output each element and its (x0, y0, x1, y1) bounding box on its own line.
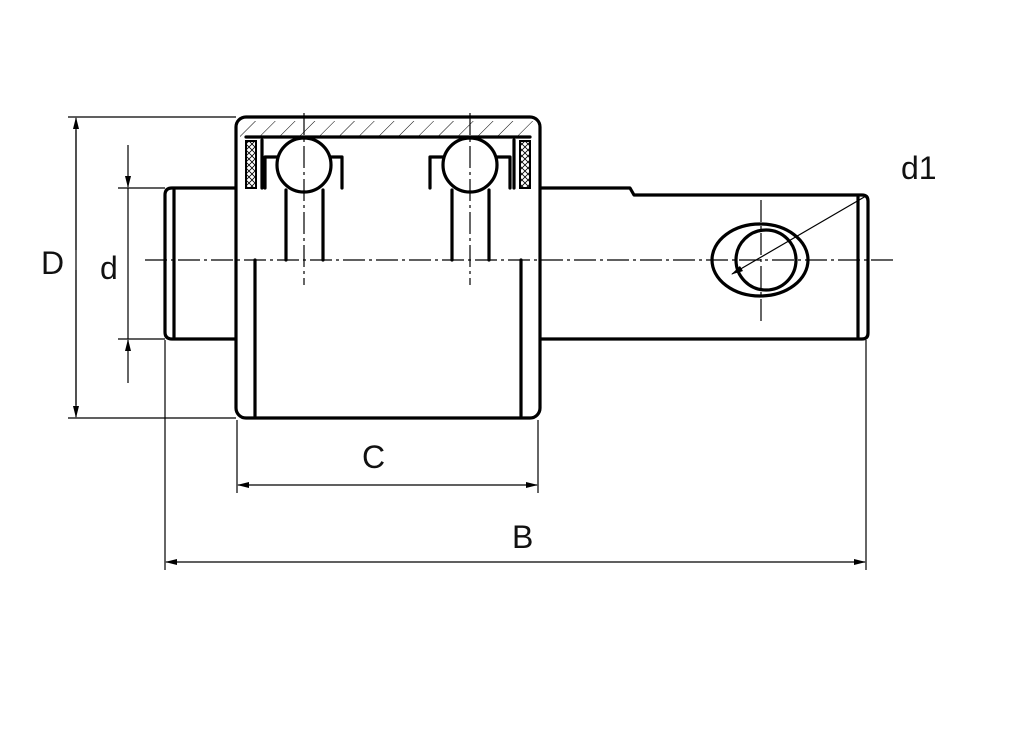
label-B: B (512, 519, 534, 555)
pin-hole (710, 195, 867, 322)
housing (234, 113, 542, 420)
label-d1: d1 (901, 150, 937, 186)
label-d: d (100, 250, 118, 286)
label-D: D (41, 245, 65, 281)
label-C: C (362, 439, 386, 475)
shaft (163, 186, 870, 341)
dimension-D (68, 116, 236, 419)
dimension-B (164, 340, 867, 570)
dimension-d (118, 145, 165, 383)
dimension-C (236, 420, 539, 493)
